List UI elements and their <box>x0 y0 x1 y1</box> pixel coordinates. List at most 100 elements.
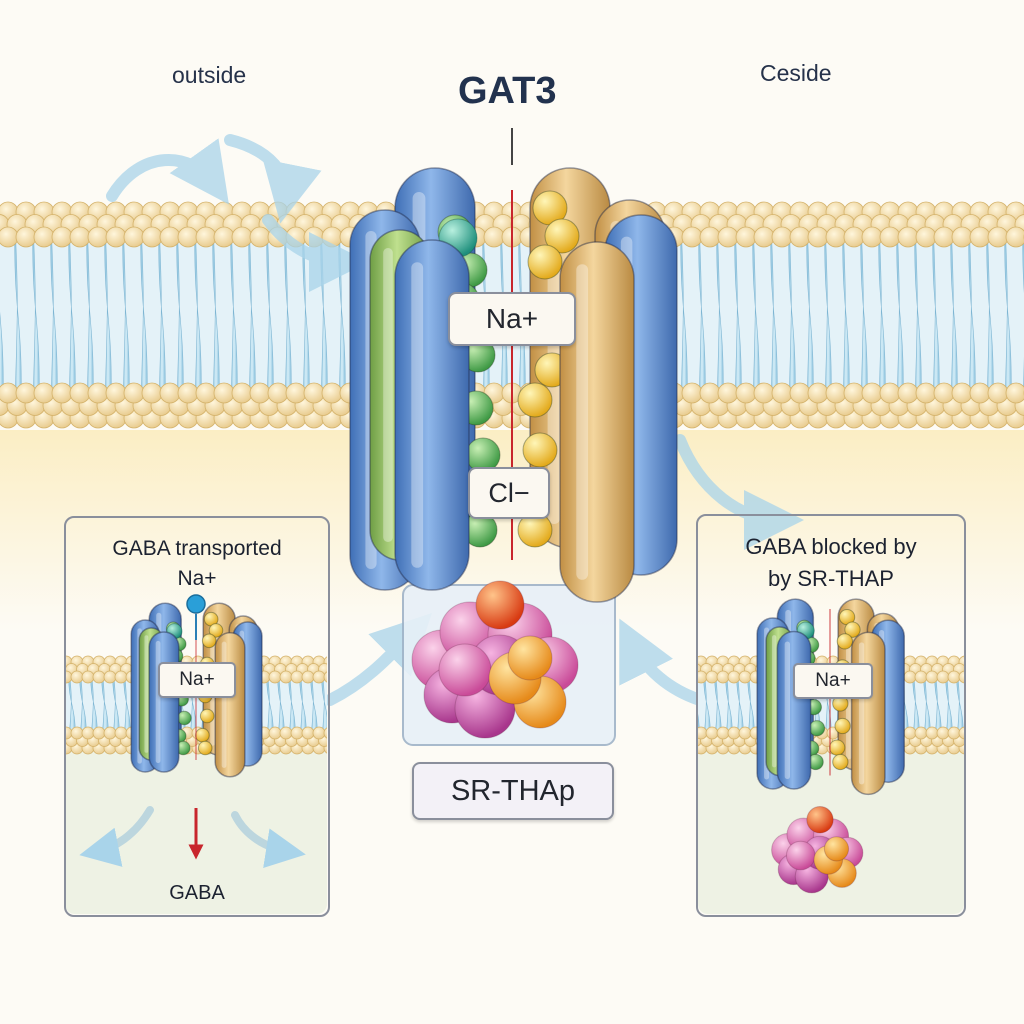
lipid-head <box>231 382 253 404</box>
helix-green-shine <box>144 635 149 753</box>
lipid-head <box>897 382 919 404</box>
lipid-head <box>684 671 696 683</box>
lipid-head <box>681 226 703 248</box>
lipid-head <box>69 226 91 248</box>
lipid-head <box>323 726 327 740</box>
lipid-head <box>323 670 327 684</box>
lipid-head <box>49 671 61 683</box>
left-panel-subtitle: Na+ <box>177 567 217 590</box>
lipid-head <box>735 382 757 404</box>
page-title: GAT3 <box>458 70 557 112</box>
sr-thap-ligand-cluster <box>411 580 579 739</box>
bead-yellow <box>517 382 553 418</box>
helix-blue-front-shine <box>784 641 791 780</box>
gat3-transporter <box>349 167 678 603</box>
lipid-head <box>717 226 739 248</box>
lipid-head <box>933 382 955 404</box>
lipid-head <box>335 656 347 668</box>
lipid-head <box>330 735 342 747</box>
lipid-head <box>684 727 696 739</box>
lipid-head <box>335 671 347 683</box>
lipid-head <box>483 226 505 248</box>
lipid-tail <box>321 667 327 743</box>
curved-flow-arrow-icon <box>231 811 306 868</box>
lipid-head <box>970 656 982 668</box>
bead-yellow <box>201 633 217 649</box>
lipid-head <box>1005 382 1024 404</box>
helix-blue-front-shine <box>411 262 424 568</box>
lipid-head <box>105 382 127 404</box>
lipid-head <box>970 727 982 739</box>
bead-yellow <box>527 244 563 280</box>
ligand-sphere <box>475 580 525 630</box>
lipid-head <box>681 382 703 404</box>
inside-label: Ceside <box>760 60 832 86</box>
lipid-head <box>951 226 973 248</box>
helix-gold-front-shine <box>576 264 589 580</box>
lipid-head <box>49 742 61 754</box>
lipid-head <box>123 226 145 248</box>
lipid-head <box>789 226 811 248</box>
lipid-head <box>323 741 327 755</box>
lipid-head <box>771 226 793 248</box>
curved-flow-arrow-icon <box>106 134 804 706</box>
lipid-head <box>699 382 721 404</box>
lipid-head <box>195 226 217 248</box>
helix-green-shine <box>772 635 777 768</box>
lipid-head <box>965 664 977 676</box>
left-na-label: Na+ <box>158 662 236 698</box>
lipid-head <box>958 670 964 684</box>
lipid-head <box>51 382 73 404</box>
right-na-label: Na+ <box>793 663 873 699</box>
lipid-head <box>49 656 61 668</box>
lipid-head <box>0 226 19 248</box>
na-ion-marker-icon <box>186 594 206 614</box>
lipid-head <box>684 742 696 754</box>
na-ion-label: Na+ <box>448 292 576 346</box>
lipid-head <box>897 226 919 248</box>
lipid-head <box>213 226 235 248</box>
lipid-head <box>771 382 793 404</box>
ligand-sphere <box>438 643 492 697</box>
lipid-head <box>195 382 217 404</box>
lipid-head <box>753 226 775 248</box>
lipid-head <box>159 226 181 248</box>
lipid-head <box>285 382 307 404</box>
lipid-head <box>15 382 37 404</box>
lipid-head <box>249 226 271 248</box>
lipid-head <box>807 226 829 248</box>
lipid-head <box>965 735 977 747</box>
lipid-head <box>321 382 343 404</box>
lipid-head <box>1005 226 1024 248</box>
lipid-head <box>87 382 109 404</box>
ligand-sphere <box>507 635 553 681</box>
lipid-head <box>231 226 253 248</box>
lipid-head <box>843 226 865 248</box>
lipid-head <box>69 382 91 404</box>
lipid-head <box>861 382 883 404</box>
lipid-head <box>0 382 19 404</box>
bead-yellow <box>522 432 558 468</box>
lipid-head <box>213 382 235 404</box>
lipid-head <box>684 656 696 668</box>
lipid-head <box>969 226 991 248</box>
lipid-head <box>807 382 829 404</box>
bead-yellow <box>208 623 224 638</box>
lipid-head <box>87 226 109 248</box>
cl-ion-label: Cl− <box>468 467 550 519</box>
lipid-head <box>753 382 775 404</box>
lipid-head <box>699 226 721 248</box>
lipid-head <box>177 226 199 248</box>
lipid-head <box>951 382 973 404</box>
left-gaba-label: GABA <box>169 882 225 904</box>
helix-green-shine <box>383 248 393 542</box>
lipid-head <box>335 742 347 754</box>
lipid-head <box>717 382 739 404</box>
lipid-head <box>843 382 865 404</box>
bead-yellow <box>834 717 851 735</box>
right-panel-title: GABA blocked by <box>745 534 917 559</box>
left-panel: GABA transported Na+ Na+ GABA <box>64 516 330 917</box>
lipid-head <box>933 226 955 248</box>
